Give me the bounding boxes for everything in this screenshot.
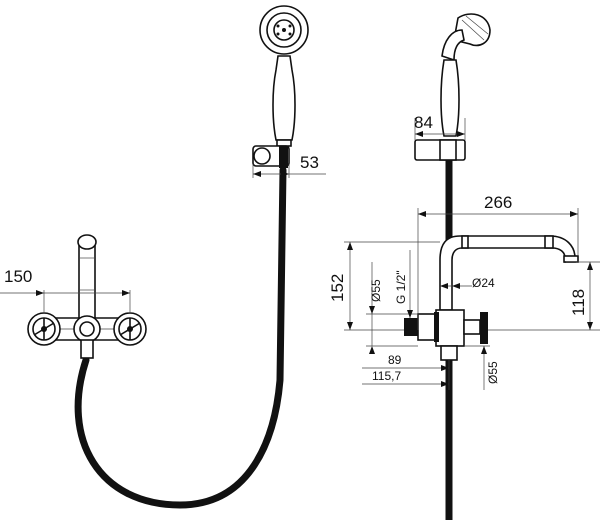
front-view: 150 bbox=[0, 166, 287, 509]
side-body bbox=[404, 309, 488, 361]
front-hose bbox=[74, 166, 287, 509]
dim-total-height: 152 bbox=[328, 274, 347, 302]
side-shower bbox=[440, 13, 491, 137]
dim-outlet-diameter: Ø24 bbox=[472, 276, 495, 290]
hand-shower: 53 bbox=[252, 5, 326, 178]
center-diverter bbox=[73, 315, 101, 359]
dim-spout-reach: 266 bbox=[484, 193, 512, 212]
side-view: 84 266 152 Ø55 G 1/2" Ø24 bbox=[328, 13, 600, 520]
shower-head bbox=[259, 5, 309, 55]
dim-wall-depth: 115,7 bbox=[372, 369, 401, 383]
dim-body-diameter: Ø55 bbox=[369, 279, 383, 302]
dim-holder-width: 53 bbox=[300, 153, 319, 172]
shower-handle bbox=[272, 55, 296, 141]
side-spout bbox=[439, 235, 579, 311]
dim-side-holder-width: 84 bbox=[414, 113, 433, 132]
shower-holder bbox=[252, 145, 290, 168]
front-spout bbox=[77, 234, 97, 321]
dim-spout-height: 118 bbox=[569, 289, 588, 316]
left-handle-wheel bbox=[27, 312, 61, 346]
dim-thread: G 1/2" bbox=[394, 270, 408, 304]
dim-wall-offset: 89 bbox=[388, 353, 402, 367]
dim-front-width: 150 bbox=[4, 267, 32, 286]
side-holder bbox=[414, 139, 466, 161]
right-handle-wheel bbox=[113, 312, 147, 346]
dim-flange-diameter: Ø55 bbox=[486, 361, 500, 384]
